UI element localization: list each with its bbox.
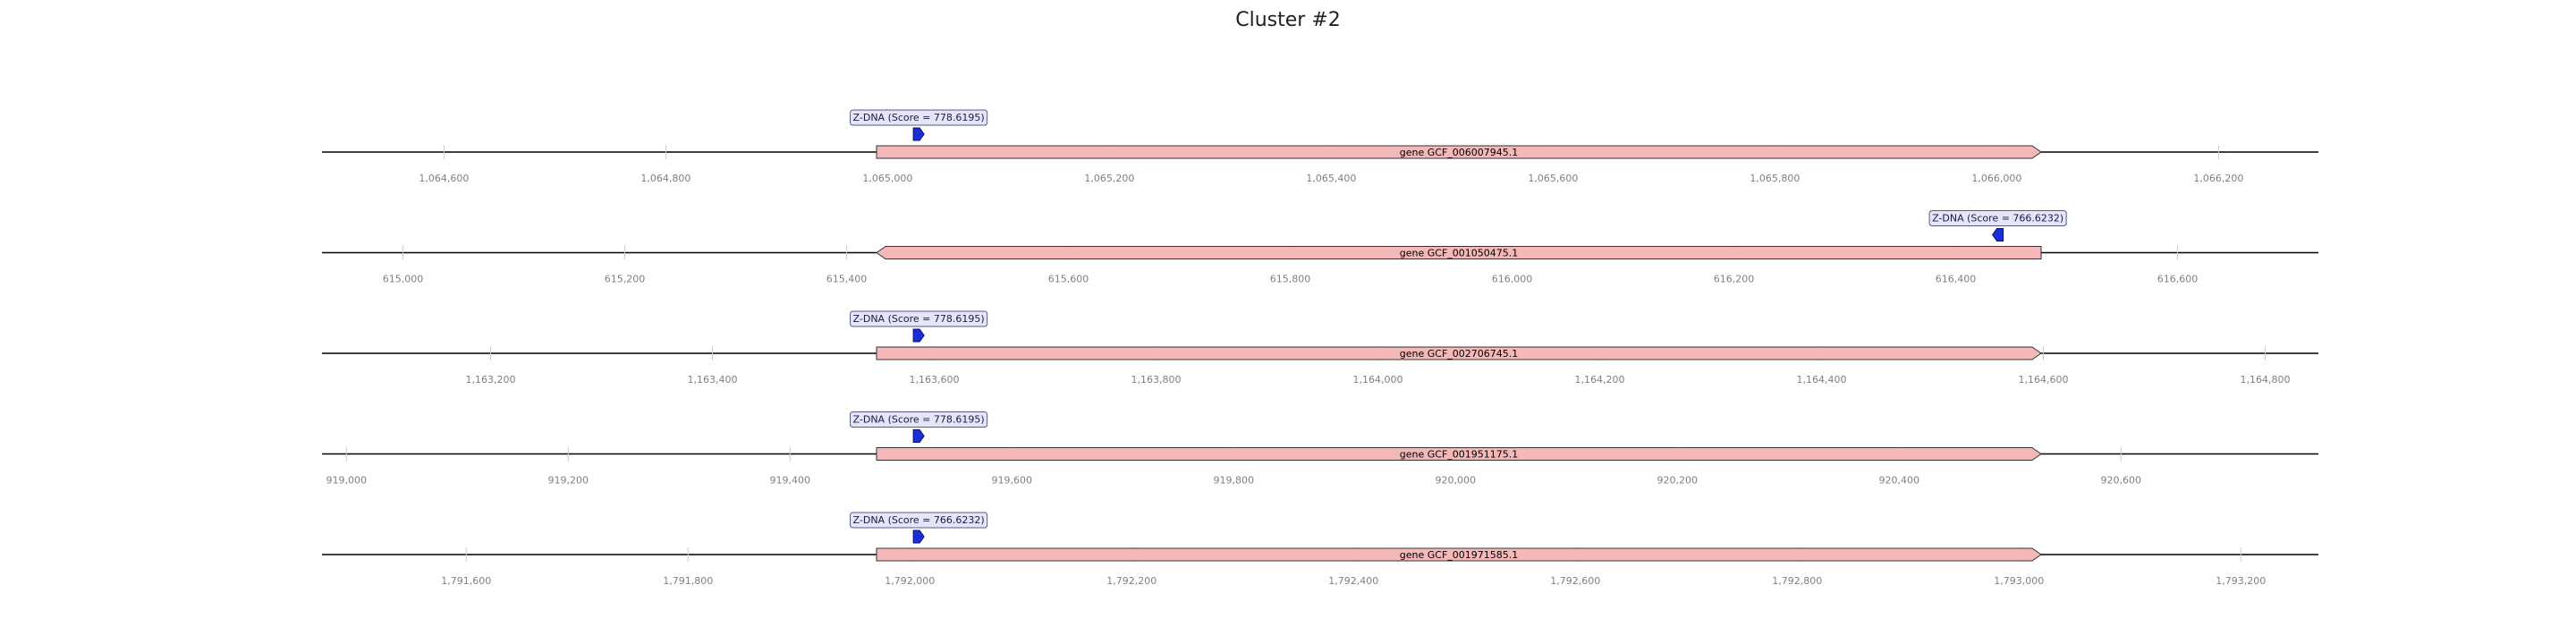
- tick-label: 1,791,800: [663, 575, 713, 587]
- tick-label: 1,065,600: [1528, 173, 1578, 184]
- gene-arrow: [876, 346, 2042, 360]
- tick-label: 1,163,200: [465, 374, 515, 386]
- tick-label: 1,066,200: [2193, 173, 2243, 184]
- tick-label: 1,792,000: [885, 575, 935, 587]
- gene-arrow: [876, 145, 2042, 159]
- tick-label: 1,163,400: [687, 374, 737, 386]
- tick-label: 1,065,400: [1306, 173, 1356, 184]
- gene-label: gene GCF_006007945.1: [1400, 147, 1519, 158]
- tick-label: 1,064,600: [419, 173, 469, 184]
- feature-label: Z-DNA (Score = 778.6195): [853, 414, 985, 426]
- tick-label: 1,164,000: [1352, 374, 1402, 386]
- tick-label: 1,792,800: [1772, 575, 1822, 587]
- tick-label: 1,164,800: [2240, 374, 2290, 386]
- tick-label: 1,163,600: [909, 374, 959, 386]
- tick-label: 1,793,000: [1994, 575, 2044, 587]
- tick-label: 616,400: [1936, 274, 1977, 285]
- feature-arrow: [912, 328, 925, 343]
- feature-label-box: [850, 411, 988, 428]
- feature-arrow: [912, 530, 925, 544]
- gene-label: gene GCF_001951175.1: [1400, 449, 1519, 461]
- gene-arrow: [876, 547, 2042, 562]
- track-4: 919,000 919,200 919,400 919,600 919,800 920,0…: [322, 411, 2318, 487]
- tick-label: 919,200: [548, 475, 589, 487]
- track-2: 615,000 615,200 615,400 615,600 615,800 616,0…: [322, 210, 2318, 285]
- figure-title: Cluster #2: [1235, 9, 1341, 31]
- tick-label: 615,800: [1270, 274, 1311, 285]
- feature-arrow: [912, 127, 925, 141]
- feature-label-box: [850, 109, 988, 126]
- gene-arrow: [876, 246, 2042, 259]
- tick-label: 1,792,600: [1550, 575, 1600, 587]
- tick-label: 919,000: [326, 475, 368, 487]
- tick-label: 920,200: [1657, 475, 1699, 487]
- feature-label-box: [850, 512, 988, 529]
- tick-label: 920,000: [1436, 475, 1477, 487]
- feature-label: Z-DNA (Score = 766.6232): [853, 514, 985, 526]
- tick-label: 920,600: [2101, 475, 2142, 487]
- tick-label: 1,792,200: [1106, 575, 1157, 587]
- gene-label: gene GCF_002706745.1: [1400, 348, 1519, 360]
- tick-label: 919,600: [992, 475, 1033, 487]
- tracks-group: 1,064,600 1,064,800 1,065,000 1,065,200 1,06…: [322, 109, 2318, 587]
- tick-label: 616,600: [2157, 274, 2199, 285]
- gene-label: gene GCF_001971585.1: [1400, 549, 1519, 561]
- tick-label: 1,065,000: [862, 173, 912, 184]
- tick-label: 1,164,600: [2018, 374, 2068, 386]
- tick-label: 919,800: [1214, 475, 1255, 487]
- feature-arrow: [1992, 228, 2004, 242]
- gene-arrow: [876, 447, 2042, 461]
- feature-label-box: [1928, 210, 2067, 226]
- track-3: 1,163,200 1,163,400 1,163,600 1,163,800 1,16…: [322, 310, 2318, 386]
- tick-label: 1,164,200: [1574, 374, 1624, 386]
- tick-label: 1,065,200: [1084, 173, 1134, 184]
- feature-arrow: [912, 429, 925, 443]
- tick-label: 1,791,600: [441, 575, 491, 587]
- tick-label: 919,400: [770, 475, 811, 487]
- feature-label: Z-DNA (Score = 778.6195): [853, 313, 985, 325]
- tick-label: 1,163,800: [1131, 374, 1181, 386]
- tick-label: 1,064,800: [640, 173, 691, 184]
- tick-label: 1,065,800: [1750, 173, 1800, 184]
- tick-label: 1,066,000: [1971, 173, 2021, 184]
- tick-label: 615,400: [826, 274, 868, 285]
- tick-label: 615,200: [605, 274, 646, 285]
- track-5: 1,791,600 1,791,800 1,792,000 1,792,200 1,79…: [322, 512, 2318, 587]
- tick-label: 1,792,400: [1328, 575, 1378, 587]
- tick-label: 616,200: [1714, 274, 1755, 285]
- tick-label: 616,000: [1492, 274, 1533, 285]
- feature-label: Z-DNA (Score = 778.6195): [853, 112, 985, 123]
- track-1: 1,064,600 1,064,800 1,065,000 1,065,200 1,06…: [322, 109, 2318, 184]
- tick-label: 615,000: [383, 274, 424, 285]
- feature-label: Z-DNA (Score = 766.6232): [1932, 213, 2063, 225]
- tick-label: 615,600: [1048, 274, 1089, 285]
- gene-label: gene GCF_001050475.1: [1400, 248, 1519, 259]
- tick-label: 920,400: [1879, 475, 1920, 487]
- tick-label: 1,164,400: [1796, 374, 1846, 386]
- feature-label-box: [850, 310, 988, 327]
- tick-label: 1,793,200: [2216, 575, 2266, 587]
